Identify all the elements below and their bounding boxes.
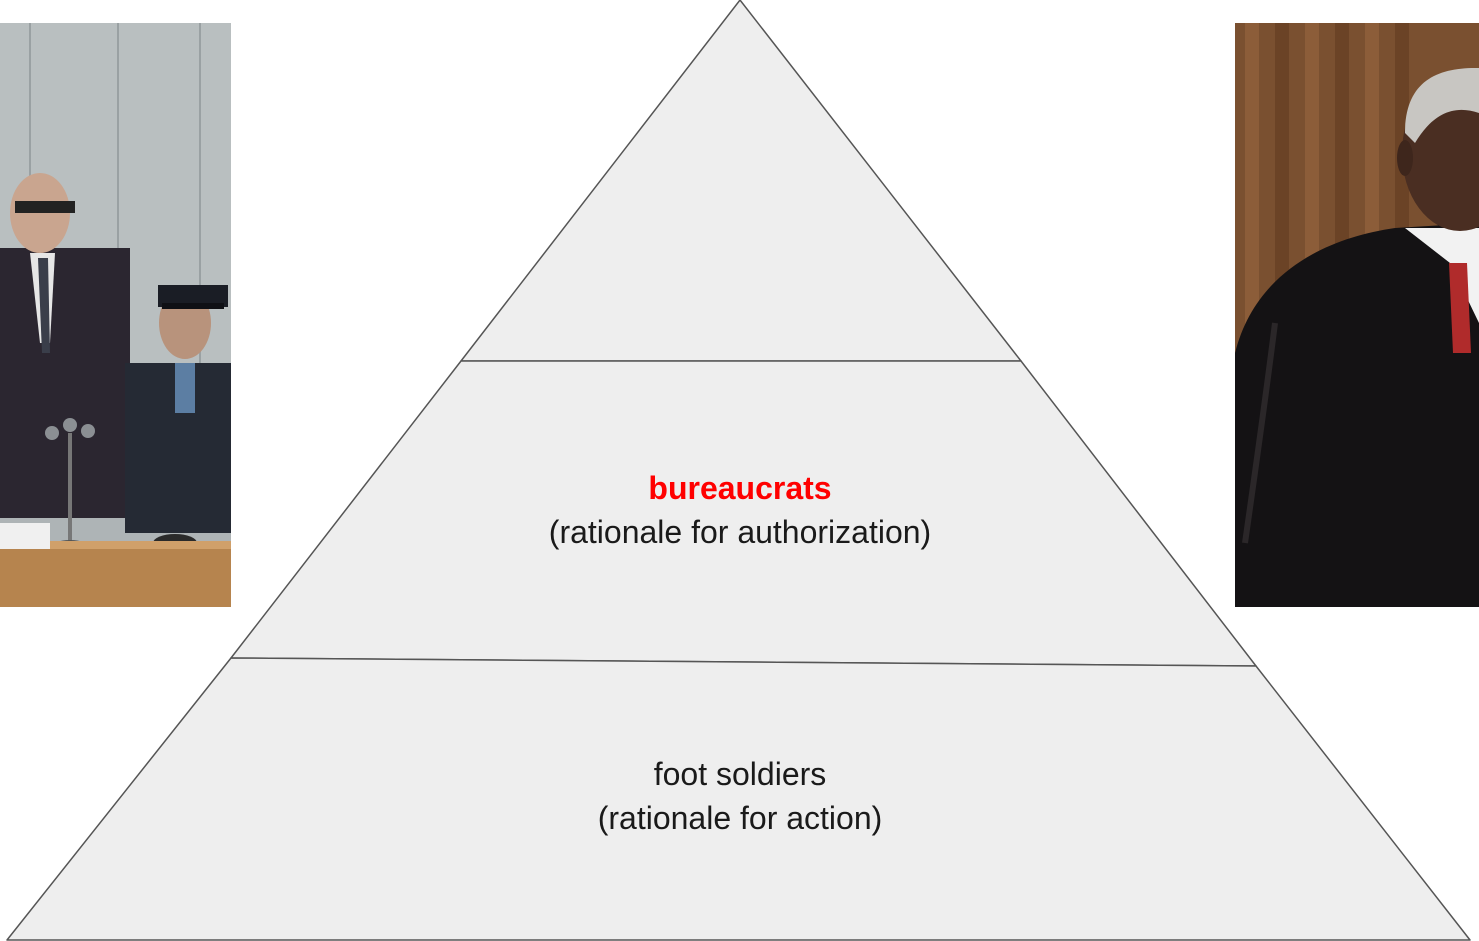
- foot-soldiers-rationale: (rationale for action): [597, 800, 883, 836]
- judge-portrait-photo: [1235, 23, 1479, 607]
- tier-label-middle: bureaucrats (rationale for authorization…: [440, 466, 1040, 554]
- bureaucrats-heading: bureaucrats: [648, 470, 832, 506]
- pyramid-tier-bottom: [6, 657, 1471, 941]
- bureaucrats-rationale: (rationale for authorization): [548, 514, 932, 550]
- pyramid-tier-top: [460, 0, 1022, 362]
- courtroom-photo: [0, 23, 231, 607]
- tier-label-bottom: foot soldiers (rationale for action): [440, 752, 1040, 840]
- foot-soldiers-heading: foot soldiers: [653, 756, 827, 792]
